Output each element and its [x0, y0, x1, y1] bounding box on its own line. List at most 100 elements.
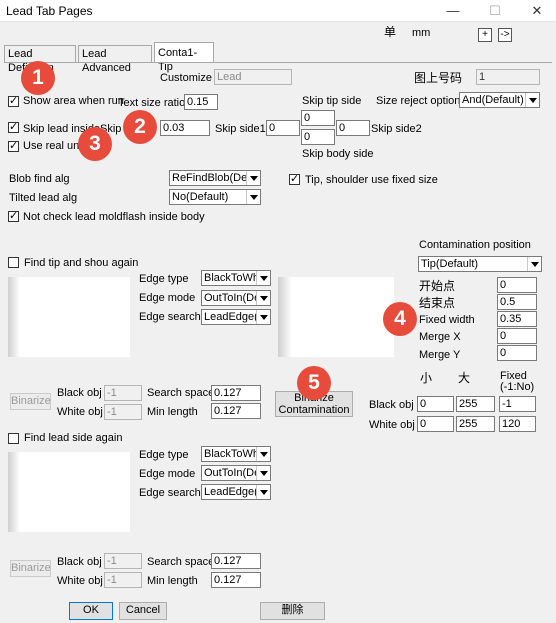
start-input[interactable]: 0	[497, 277, 537, 293]
drawing-no-label: 图上号码	[414, 71, 463, 85]
contamination-position-value: Tip(Default)	[421, 258, 479, 270]
delete-button[interactable]: 删除	[260, 602, 325, 620]
conta-white-small-input[interactable]: 0	[417, 416, 454, 432]
tip-white-obj-label: White obj	[57, 406, 103, 418]
tip-black-obj-label: Black obj	[57, 387, 102, 399]
tip-white-obj-input[interactable]: -1	[104, 404, 142, 420]
window-title: Lead Tab Pages	[6, 4, 93, 18]
side-min-length-label: Min length	[147, 575, 198, 587]
conta-white-fixed-input[interactable]: 120	[499, 416, 536, 432]
side-edge-search-value: LeadEdge(D	[204, 486, 266, 498]
side-search-space-input[interactable]: 0.127	[211, 553, 261, 569]
skip-lead-inside-checkbox[interactable]	[8, 120, 19, 133]
show-area-checkbox[interactable]	[8, 94, 19, 107]
merge-y-label: Merge Y	[419, 349, 461, 361]
skip-side2-label: Skip side2	[371, 123, 422, 135]
maximize-icon[interactable]: ☐	[489, 3, 501, 18]
side-preview-image	[8, 452, 130, 532]
col-large-label: 大	[458, 371, 471, 385]
merge-y-input[interactable]: 0	[497, 345, 537, 361]
tip-edge-search-select[interactable]: LeadEdge(D	[201, 309, 271, 325]
tip-min-length-label: Min length	[147, 406, 198, 418]
chevron-down-icon	[256, 485, 270, 499]
annotation-badge-2: 2	[123, 110, 157, 144]
skip-tip-side-label: Skip tip side	[302, 95, 362, 107]
blob-find-select[interactable]: ReFindBlob(Defau	[169, 170, 261, 186]
conta-black-fixed-input[interactable]: -1	[499, 396, 536, 412]
cancel-button[interactable]: Cancel	[119, 602, 167, 620]
tip-edge-search-label: Edge search	[139, 311, 201, 323]
skip-body-input[interactable]: 0	[301, 129, 335, 145]
chevron-down-icon	[246, 190, 260, 204]
text-size-input[interactable]: 0.15	[184, 94, 218, 110]
conta-black-large-input[interactable]: 255	[456, 396, 495, 412]
side-binarize-button[interactable]: Binarize	[10, 560, 51, 577]
side-edge-type-value: BlackToWhi	[204, 448, 262, 460]
side-min-length-input[interactable]: 0.127	[211, 572, 261, 588]
tip-black-obj-input[interactable]: -1	[104, 385, 142, 401]
use-real-unit-checkbox[interactable]	[8, 139, 19, 152]
annotation-badge-3: 3	[78, 127, 112, 161]
tab-lead-definition[interactable]: Lead Definition	[4, 45, 76, 74]
ok-button[interactable]: OK	[69, 602, 113, 620]
customize-input[interactable]: Lead	[214, 69, 292, 85]
not-check-label: Not check lead moldflash inside body	[23, 211, 205, 223]
tip-preview-image	[8, 277, 130, 357]
skip-side2-input[interactable]: 0	[336, 120, 370, 136]
size-reject-value: And(Default)	[462, 94, 524, 106]
size-reject-select[interactable]: And(Default)	[459, 92, 540, 108]
tip-edge-type-label: Edge type	[139, 273, 189, 285]
unit-label: 单	[384, 25, 397, 39]
fixed-width-label: Fixed width	[419, 314, 475, 326]
tip-edge-mode-label: Edge mode	[139, 292, 196, 304]
side-edge-mode-value: OutToIn(Def	[204, 467, 264, 479]
tip-search-space-label: Search space	[147, 387, 215, 399]
conta-white-large-input[interactable]: 255	[456, 416, 495, 432]
side-search-space-label: Search space	[147, 556, 215, 568]
chevron-down-icon	[256, 271, 270, 285]
skip-tip-input[interactable]: 0	[301, 110, 335, 126]
tip-binarize-button[interactable]: Binarize	[10, 393, 51, 410]
tab-lead-advanced[interactable]: Lead Advanced	[78, 45, 152, 74]
size-reject-label: Size reject option	[376, 95, 461, 107]
col-fixed-label: Fixed (-1:No)	[500, 370, 535, 393]
arrow-button[interactable]: ->	[498, 28, 512, 42]
skip-side1-input[interactable]: 0	[266, 120, 300, 136]
chevron-down-icon	[256, 466, 270, 480]
tilted-lead-select[interactable]: No(Default)	[169, 189, 261, 205]
skip-in-input[interactable]: 0.03	[160, 120, 210, 136]
side-black-obj-input[interactable]: -1	[104, 553, 142, 569]
tip-shoulder-checkbox[interactable]	[289, 172, 300, 185]
conta-black-small-input[interactable]: 0	[417, 396, 454, 412]
contamination-position-select[interactable]: Tip(Default)	[418, 256, 542, 272]
tip-min-length-input[interactable]: 0.127	[211, 403, 261, 419]
minimize-icon[interactable]: —	[446, 3, 460, 18]
find-tip-again-checkbox[interactable]	[8, 257, 19, 268]
side-edge-mode-label: Edge mode	[139, 468, 196, 480]
side-edge-type-select[interactable]: BlackToWhi	[201, 446, 271, 462]
side-edge-search-select[interactable]: LeadEdge(D	[201, 484, 271, 500]
blob-find-label: Blob find alg	[9, 173, 70, 185]
merge-x-input[interactable]: 0	[497, 328, 537, 344]
fixed-width-input[interactable]: 0.35	[497, 311, 537, 327]
side-edge-mode-select[interactable]: OutToIn(Def	[201, 465, 271, 481]
find-side-again-checkbox[interactable]	[8, 433, 19, 444]
find-tip-again-label: Find tip and shou again	[24, 257, 139, 269]
not-check-checkbox[interactable]	[8, 209, 19, 222]
end-label: 结束点	[419, 296, 456, 310]
chevron-down-icon	[256, 310, 270, 324]
close-icon[interactable]: ✕	[531, 3, 543, 18]
plus-button[interactable]: +	[478, 28, 492, 42]
tip-shoulder-label: Tip, shoulder use fixed size	[305, 174, 438, 186]
tip-edge-mode-select[interactable]: OutToIn(Def	[201, 290, 271, 306]
end-input[interactable]: 0.5	[497, 294, 537, 310]
tip-search-space-input[interactable]: 0.127	[211, 385, 261, 401]
drawing-no-input[interactable]: 1	[476, 69, 540, 85]
title-bar	[0, 0, 556, 22]
tip-edge-search-value: LeadEdge(D	[204, 311, 266, 323]
use-real-unit-label: Use real unit	[23, 140, 85, 152]
side-white-obj-input[interactable]: -1	[104, 572, 142, 588]
skip-lead-inside-label: Skip lead inside	[23, 123, 101, 135]
tab-conta1-tip[interactable]: Conta1-Tip	[154, 42, 214, 73]
tip-edge-type-select[interactable]: BlackToWhi	[201, 270, 271, 286]
